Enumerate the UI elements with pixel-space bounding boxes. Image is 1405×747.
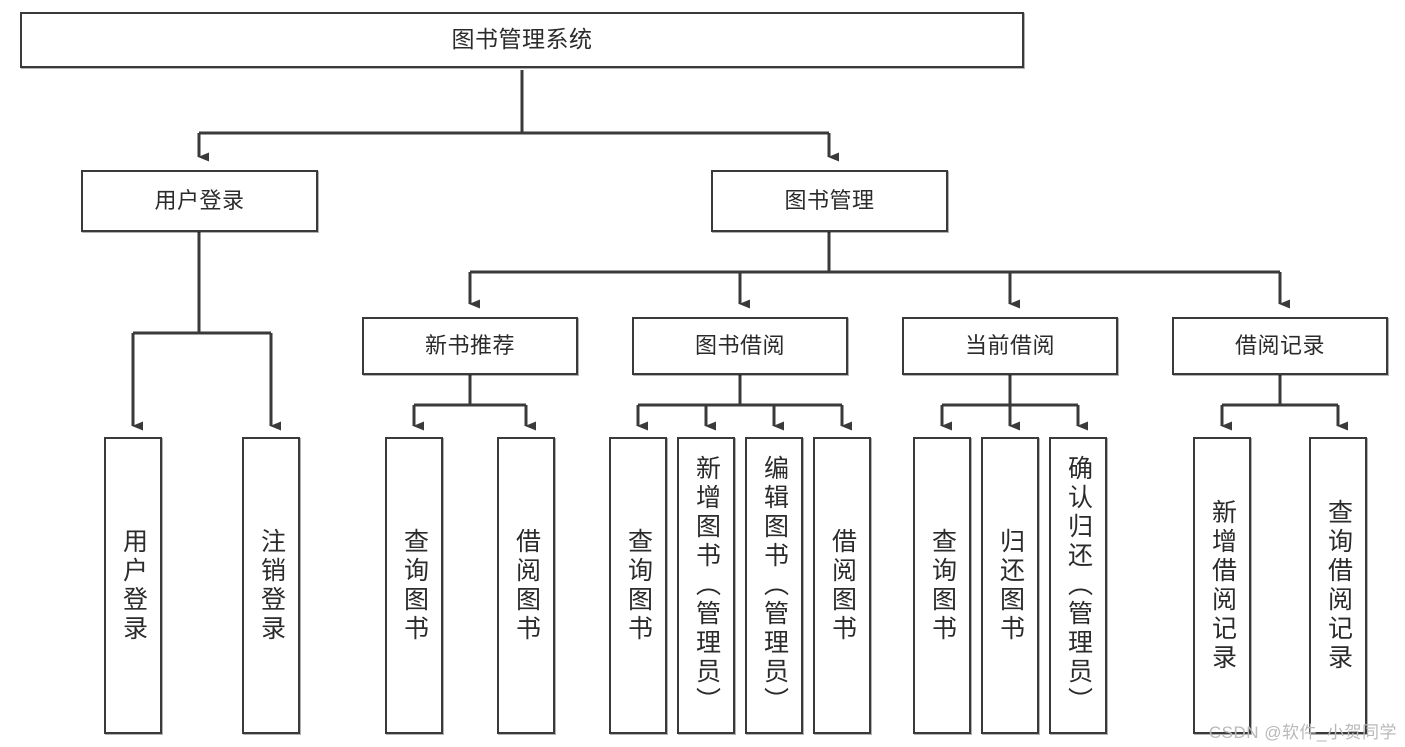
leaf-borrow-book-borrow[interactable]: 借阅图书 — [813, 437, 871, 734]
node-user-login[interactable]: 用户登录 — [81, 170, 318, 232]
node-label: 注销登录 — [257, 527, 286, 644]
node-label: 当前借阅 — [964, 333, 1055, 359]
node-label: 用户登录 — [154, 188, 245, 214]
leaf-query-book-current[interactable]: 查询图书 — [913, 437, 971, 734]
node-label: 新增借阅记录 — [1208, 498, 1237, 673]
node-label: 查询图书 — [928, 527, 957, 644]
node-label: 查询图书 — [624, 527, 653, 644]
node-label: 查询借阅记录 — [1324, 498, 1353, 673]
node-current-borrow[interactable]: 当前借阅 — [902, 317, 1118, 375]
node-label: 图书管理系统 — [451, 26, 593, 53]
node-book-management[interactable]: 图书管理 — [711, 170, 948, 232]
leaf-query-book-recommend[interactable]: 查询图书 — [385, 437, 443, 734]
node-book-borrow[interactable]: 图书借阅 — [632, 317, 848, 375]
leaf-confirm-return-admin[interactable]: 确认归还（管理员） — [1049, 437, 1107, 734]
node-root-book-management-system[interactable]: 图书管理系统 — [20, 12, 1024, 68]
leaf-logout-login[interactable]: 注销登录 — [242, 437, 300, 734]
node-label: 借阅记录 — [1234, 333, 1325, 359]
csdn-watermark: CSDN @软件_小贺同学 — [1208, 723, 1397, 742]
node-borrow-record[interactable]: 借阅记录 — [1172, 317, 1388, 375]
node-new-book-recommend[interactable]: 新书推荐 — [362, 317, 578, 375]
node-label: 查询图书 — [400, 527, 429, 644]
leaf-add-borrow-record[interactable]: 新增借阅记录 — [1193, 437, 1251, 734]
node-label: 图书管理 — [784, 188, 875, 214]
node-label: 归还图书 — [996, 527, 1025, 644]
node-label: 用户登录 — [119, 527, 148, 644]
leaf-edit-book-admin[interactable]: 编辑图书（管理员） — [745, 437, 803, 734]
leaf-query-borrow-record[interactable]: 查询借阅记录 — [1309, 437, 1367, 734]
leaf-user-login[interactable]: 用户登录 — [104, 437, 162, 734]
node-label: 新增图书（管理员） — [692, 455, 721, 716]
leaf-borrow-book-recommend[interactable]: 借阅图书 — [497, 437, 555, 734]
node-label: 编辑图书（管理员） — [760, 455, 789, 716]
leaf-return-book[interactable]: 归还图书 — [981, 437, 1039, 734]
leaf-add-book-admin[interactable]: 新增图书（管理员） — [677, 437, 735, 734]
node-label: 借阅图书 — [828, 527, 857, 644]
leaf-query-book-borrow[interactable]: 查询图书 — [609, 437, 667, 734]
node-label: 图书借阅 — [694, 333, 785, 359]
node-label: 借阅图书 — [512, 527, 541, 644]
node-label: 确认归还（管理员） — [1064, 455, 1093, 716]
node-label: 新书推荐 — [424, 333, 515, 359]
